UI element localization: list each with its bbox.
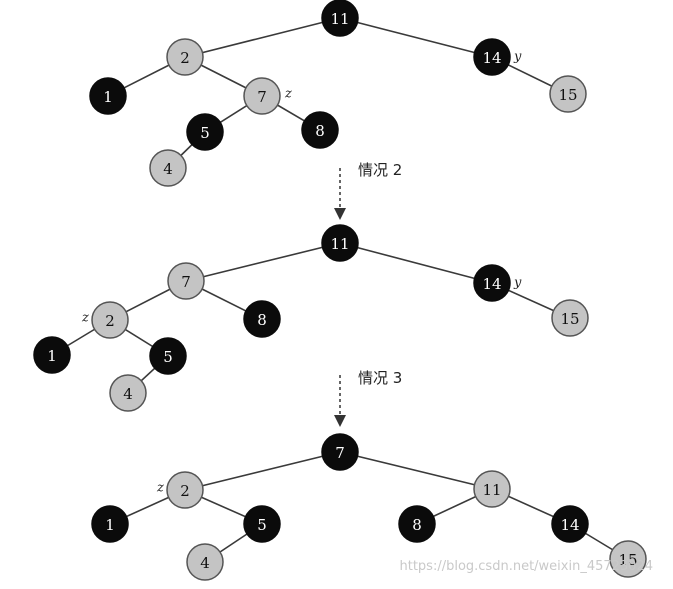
node-label: 8 <box>257 311 267 329</box>
node-label: 11 <box>330 235 349 253</box>
black-node-circle <box>243 505 281 543</box>
black-node-circle <box>301 111 339 149</box>
node-label: 7 <box>257 88 267 106</box>
edge-b11-b7 <box>185 242 341 282</box>
edge-b11-b14 <box>339 242 493 284</box>
node-label: 8 <box>412 516 422 534</box>
tree-node: 1 <box>89 77 127 115</box>
edges-layer <box>51 17 629 563</box>
node-label: 1 <box>47 347 57 365</box>
tree-node: 2 <box>166 38 204 76</box>
node-label: 5 <box>200 124 210 142</box>
tree-node: 8 <box>398 505 436 543</box>
tree-node: 8 <box>243 300 281 338</box>
pointer-marker-z: z <box>156 481 164 496</box>
black-node-circle <box>91 505 129 543</box>
tree-node: 4 <box>109 374 147 412</box>
tree-node: 4 <box>149 149 187 187</box>
pointer-marker-y: y <box>513 50 522 65</box>
transition-label-case-3: 情况 3 <box>358 369 402 387</box>
tree-node: 1 <box>33 336 71 374</box>
red-node-circle <box>551 299 589 337</box>
black-node-circle <box>243 300 281 338</box>
edge-c7-c11 <box>339 451 493 490</box>
pointer-marker-z: z <box>284 87 292 102</box>
red-node-circle <box>167 262 205 300</box>
red-node-circle <box>91 301 129 339</box>
edge-a11-a2 <box>184 17 341 58</box>
node-label: 15 <box>558 86 577 104</box>
node-label: 11 <box>330 10 349 28</box>
node-label: 2 <box>105 312 115 330</box>
node-label: 7 <box>335 444 345 462</box>
pointer-marker-z: z <box>81 311 89 326</box>
tree-node: 2z <box>81 301 129 339</box>
node-label: 14 <box>482 275 501 293</box>
node-label: 5 <box>163 348 173 366</box>
node-label: 1 <box>105 516 115 534</box>
node-label: 15 <box>560 310 579 328</box>
tree-node: 15 <box>609 540 647 578</box>
tree-node: 2z <box>156 471 204 509</box>
red-node-circle <box>243 77 281 115</box>
node-label: 4 <box>123 385 133 403</box>
red-node-circle <box>609 540 647 578</box>
node-label: 14 <box>560 516 579 534</box>
black-node-circle <box>321 224 359 262</box>
tree-node: 15 <box>551 299 589 337</box>
tree-node: 14 y <box>473 264 522 302</box>
tree-node: 5 <box>149 337 187 375</box>
red-node-circle <box>149 149 187 187</box>
node-label: 7 <box>181 273 191 291</box>
node-label: 2 <box>180 482 190 500</box>
node-label: 14 <box>482 49 501 67</box>
tree-node: 5 <box>186 113 224 151</box>
black-node-circle <box>551 505 589 543</box>
edge-c7-c2 <box>184 451 341 491</box>
tree-node: 15 <box>549 75 587 113</box>
node-label: 5 <box>257 516 267 534</box>
red-node-circle <box>166 38 204 76</box>
tree-node: 11 <box>321 0 359 37</box>
tree-node: 5 <box>243 505 281 543</box>
watermark: https://blog.csdn.net/weixin_45723024 <box>399 559 653 574</box>
node-label: 15 <box>618 551 637 569</box>
tree-node: 14 y <box>473 38 522 76</box>
black-node-circle <box>473 38 511 76</box>
node-label: 1 <box>103 88 113 106</box>
tree-node: 7 <box>321 433 359 471</box>
pointer-marker-y: y <box>513 276 522 291</box>
black-node-circle <box>33 336 71 374</box>
tree-node: 11 <box>473 470 511 508</box>
tree-node: 4 <box>186 543 224 581</box>
tree-node: 11 <box>321 224 359 262</box>
tree-node: 8 <box>301 111 339 149</box>
red-node-circle <box>549 75 587 113</box>
black-node-circle <box>473 264 511 302</box>
tree-node: 14 <box>551 505 589 543</box>
red-node-circle <box>186 543 224 581</box>
black-node-circle <box>321 0 359 37</box>
edge-a11-a14 <box>339 17 493 58</box>
tree-node: 7 <box>167 262 205 300</box>
tree-node: 1 <box>91 505 129 543</box>
black-node-circle <box>398 505 436 543</box>
red-node-circle <box>166 471 204 509</box>
transition-label-case-2: 情况 2 <box>358 161 402 179</box>
node-label: 2 <box>180 49 190 67</box>
black-node-circle <box>89 77 127 115</box>
node-label: 4 <box>163 160 173 178</box>
red-node-circle <box>109 374 147 412</box>
node-label: 11 <box>482 481 501 499</box>
black-node-circle <box>186 113 224 151</box>
red-node-circle <box>473 470 511 508</box>
black-node-circle <box>149 337 187 375</box>
node-label: 4 <box>200 554 210 572</box>
node-label: 8 <box>315 122 325 140</box>
black-node-circle <box>321 433 359 471</box>
